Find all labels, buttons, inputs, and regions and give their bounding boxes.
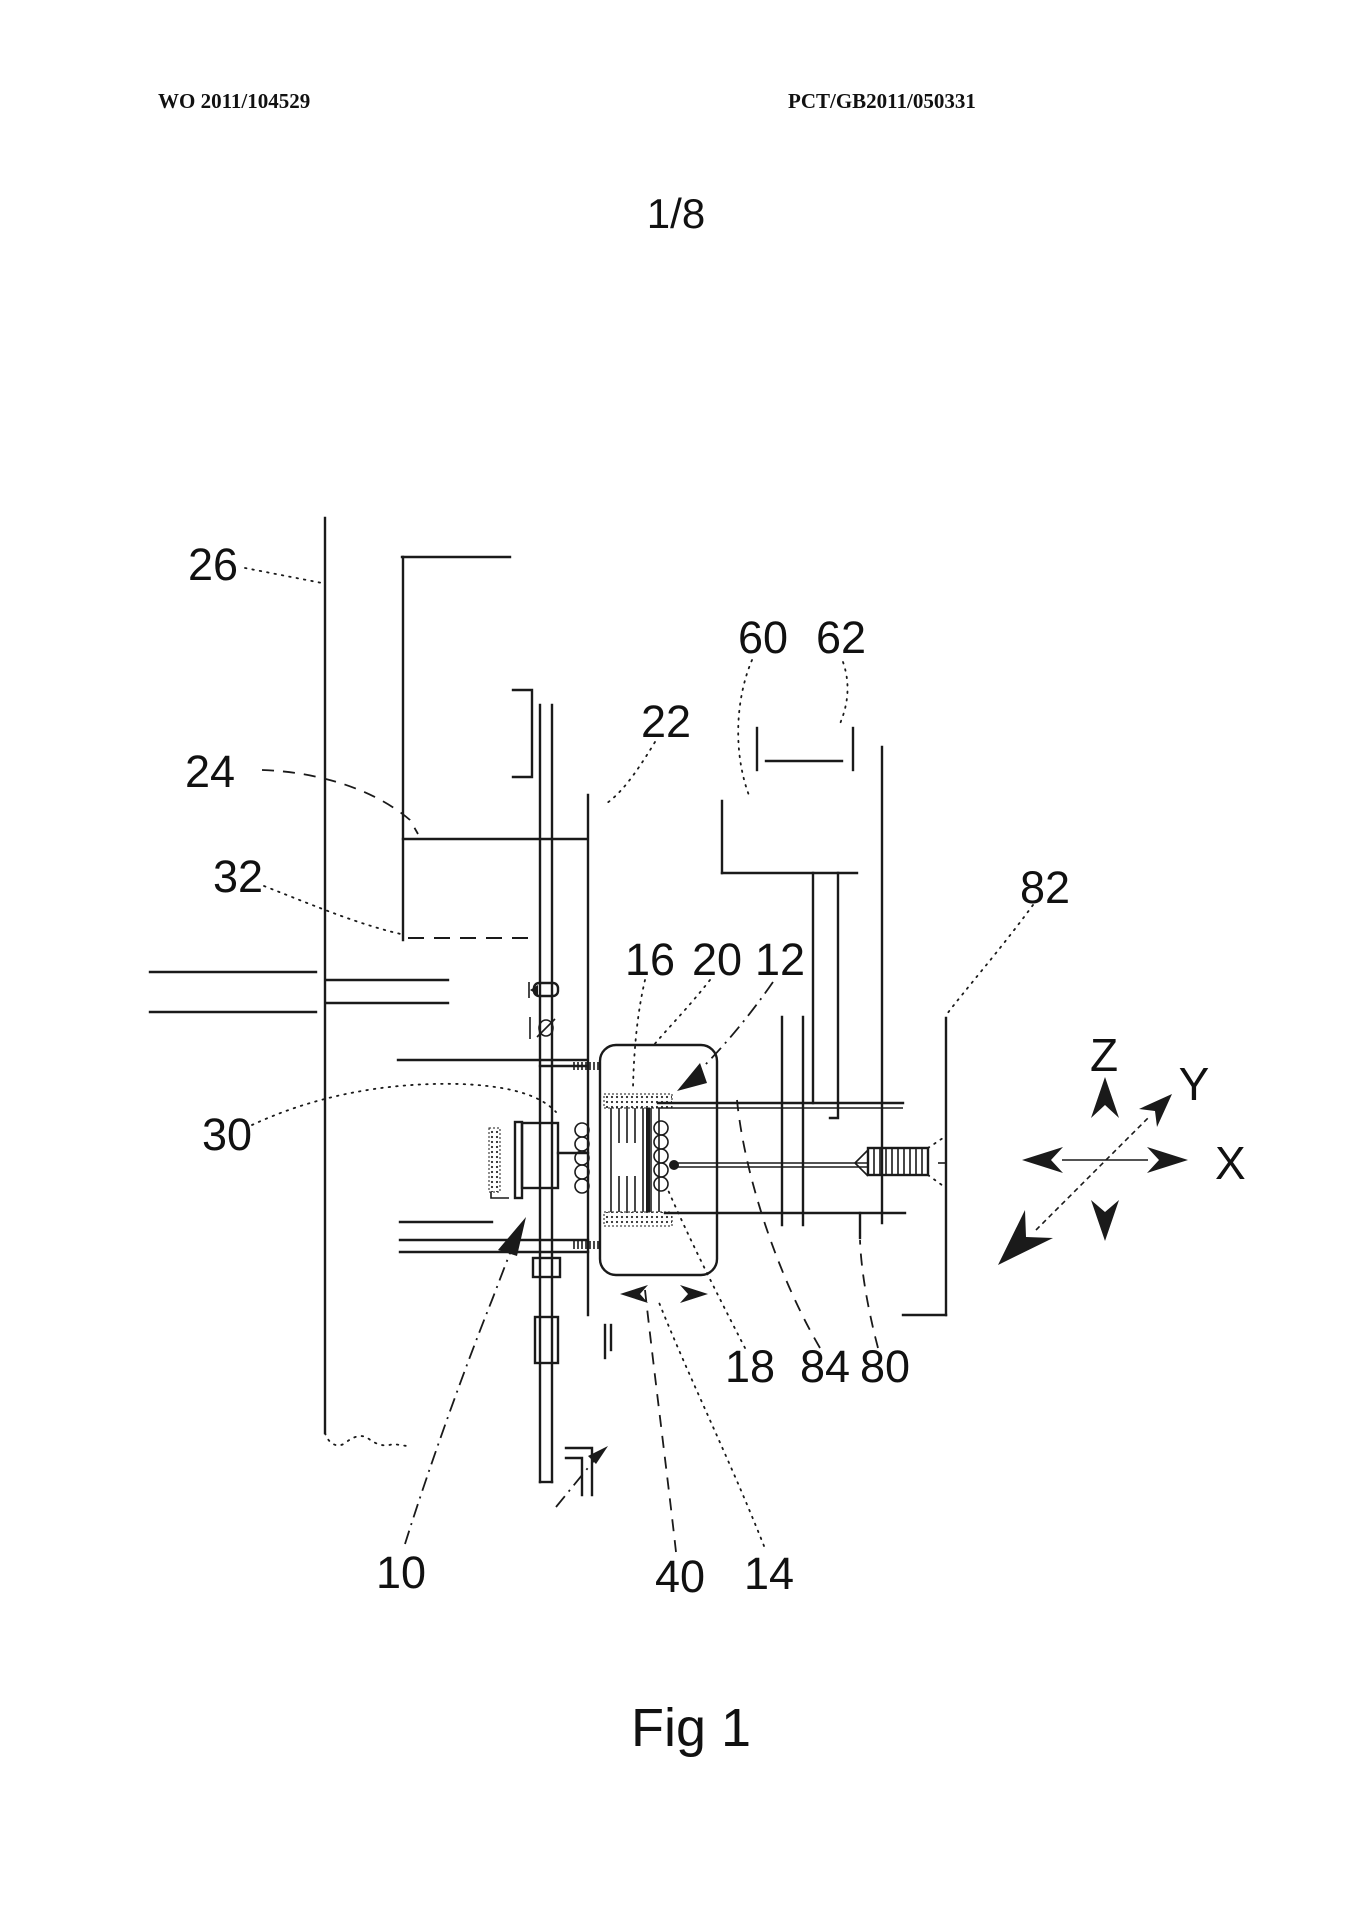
voice-coil-housing (598, 1043, 719, 1360)
ref-label-40: 40 (655, 1551, 705, 1602)
leader-60 (737, 659, 753, 799)
motion-arrow-right-icon (680, 1285, 708, 1303)
motion-arrow-left-icon (620, 1285, 648, 1303)
z-axis-up-arrow-icon (1091, 1077, 1119, 1118)
hatch-comb-bottom (573, 1241, 599, 1249)
spring-coil-right (653, 1120, 669, 1192)
leader-82 (946, 904, 1034, 1015)
leader-10 (404, 1236, 518, 1545)
drive-shaft (528, 703, 560, 1484)
leader-12 (701, 981, 774, 1069)
hatch-comb-top (573, 1062, 599, 1070)
figure-caption: Fig 1 (631, 1698, 751, 1758)
ref-label-24: 24 (185, 746, 235, 797)
ref-label-62: 62 (816, 612, 866, 663)
coil-winding (610, 1108, 660, 1212)
axis-label-x: X (1215, 1137, 1246, 1189)
y-axis-down-arrow-icon (998, 1210, 1053, 1265)
shaft-coupling-lower (533, 1315, 560, 1365)
axis-label-y: Y (1179, 1058, 1210, 1110)
left-rail-lines (148, 937, 538, 1014)
axis-label-z: Z (1090, 1029, 1118, 1081)
leader-lines (244, 567, 1034, 1553)
left-wall (323, 516, 408, 1447)
y-axis-up-arrow-icon (1139, 1094, 1172, 1127)
leader-26 (244, 567, 323, 584)
ref-label-30: 30 (202, 1109, 252, 1160)
ref-label-84: 84 (800, 1341, 850, 1392)
shaft-bracket (511, 688, 534, 779)
leader-84 (736, 1099, 821, 1349)
leader-80 (859, 1239, 879, 1349)
z-axis-down-arrow-icon (1091, 1200, 1119, 1241)
support-frame (396, 555, 590, 1317)
x-axis-left-arrow-icon (1022, 1147, 1063, 1173)
push-rod (669, 1160, 868, 1170)
spring-coil-left (574, 1122, 590, 1194)
ref-label-10: 10 (376, 1547, 426, 1598)
leader-16 (632, 979, 646, 1089)
leader-18 (667, 1189, 746, 1349)
x-axis-right-arrow-icon (1147, 1147, 1188, 1173)
reference-numerals: 26 24 32 30 10 22 60 62 16 20 12 82 18 8… (185, 539, 1070, 1602)
threaded-adjuster (854, 1135, 947, 1189)
ref-label-18: 18 (725, 1341, 775, 1392)
leader-12-arrow-icon (677, 1063, 707, 1091)
y-axis-line (1035, 1117, 1149, 1231)
stipple-block (488, 1127, 501, 1193)
ref-label-32: 32 (213, 851, 263, 902)
leader-20 (652, 979, 711, 1047)
publication-number: WO 2011/104529 (158, 89, 310, 113)
ref-label-14: 14 (744, 1548, 794, 1599)
ref-label-60: 60 (738, 612, 788, 663)
application-number: PCT/GB2011/050331 (788, 89, 976, 113)
bearing-assembly (398, 1062, 599, 1365)
axis-indicator: Z Y X (998, 1029, 1246, 1265)
leader-14 (657, 1299, 765, 1547)
magnet-box (720, 726, 884, 1227)
ref-label-26: 26 (188, 539, 238, 590)
page-indicator: 1/8 (647, 190, 705, 237)
ref-label-80: 80 (860, 1341, 910, 1392)
leader-62 (838, 661, 849, 727)
ref-label-22: 22 (641, 696, 691, 747)
detail-arrow-icon (588, 1446, 608, 1464)
corner-detail (555, 1446, 608, 1508)
collar-arrow-icon (530, 985, 538, 995)
leader-32 (263, 885, 406, 936)
leader-10-arrow-icon (498, 1217, 526, 1256)
right-bracket (901, 1016, 948, 1317)
ref-label-16: 16 (625, 934, 675, 985)
leader-22 (603, 741, 656, 806)
ref-label-82: 82 (1020, 862, 1070, 913)
actuator-tube (656, 1101, 907, 1240)
shaft-coupling-upper (531, 1256, 562, 1279)
leader-40 (644, 1289, 677, 1553)
leader-30 (251, 1082, 557, 1126)
shaft-port (538, 1019, 554, 1037)
hub-block (520, 1121, 560, 1190)
ref-label-12: 12 (755, 934, 805, 985)
ref-label-20: 20 (692, 934, 742, 985)
leader-24 (261, 769, 419, 835)
